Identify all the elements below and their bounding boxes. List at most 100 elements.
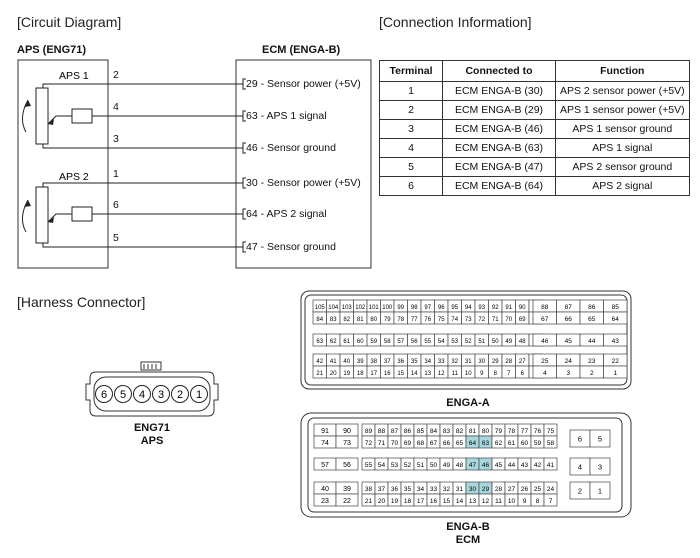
connector-cell [589, 481, 611, 500]
connector-pin-number: 9 [523, 498, 527, 505]
connector-pin-number: 73 [343, 440, 351, 447]
connector-pin-number: 63 [482, 440, 490, 447]
connector-pin-number: 89 [365, 428, 373, 435]
connector-pin-number: 28 [505, 359, 512, 365]
connector-pin-number: 7 [549, 498, 553, 505]
connector-pin-number: 23 [321, 498, 329, 505]
connector-pin-number: 76 [424, 317, 431, 323]
connector-pin-number: 69 [519, 317, 526, 323]
connector-pin-number: 66 [443, 440, 451, 447]
connector-pin-number: 14 [411, 371, 418, 377]
function-cell: APS 2 sensor power (+5V) [555, 81, 690, 101]
connector-pin-number: 21 [316, 371, 323, 377]
enga-a-connector: 1051041031021011009998979695949392919089… [300, 290, 632, 390]
connector-pin-number: 53 [451, 339, 458, 345]
connector-pin-number: 75 [547, 428, 555, 435]
connector-pin-number: 9 [480, 371, 484, 377]
connector-pin-number: 40 [343, 359, 350, 365]
ecm-pin-function: APS 1 signal [266, 110, 327, 122]
connector-pin-number: 78 [397, 317, 404, 323]
pin-separator: - [257, 78, 268, 90]
connector-pin-number: 80 [370, 317, 377, 323]
ecm-pin-label: 46 - Sensor ground [246, 142, 336, 154]
aps-pin-label: 2 [177, 389, 183, 401]
eng71-label: ENG71 [133, 422, 171, 434]
connector-pin-number: 23 [588, 358, 596, 365]
aps-pin-circle [190, 385, 208, 403]
connector-pin-number: 24 [547, 486, 555, 493]
connector-pin-number: 29 [492, 359, 499, 365]
connector-pin-number: 58 [547, 440, 555, 447]
ecm-pin-number: 30 [246, 177, 258, 189]
aps-pin-circle [171, 385, 189, 403]
connector-pin-number: 50 [492, 339, 499, 345]
connector-pin-number: 56 [343, 462, 351, 469]
connector-pin-number: 43 [612, 338, 620, 345]
aps2-power-wire [42, 182, 108, 187]
connector-pin-number: 94 [465, 305, 472, 311]
connector-pin-number: 45 [565, 338, 573, 345]
connector-pin-number: 92 [492, 305, 499, 311]
connector-pin-number: 22 [343, 498, 351, 505]
connected-to-cell: ECM ENGA-B (47) [442, 157, 556, 177]
aps-title: APS (ENG71) [17, 44, 87, 56]
connector-pin-number: 61 [343, 339, 350, 345]
connector-pin-number: 79 [384, 317, 391, 323]
connector-pin-number: 70 [391, 440, 399, 447]
connector-pin-number: 30 [469, 486, 477, 493]
connector-pin-number: 65 [456, 440, 464, 447]
connector-pin-number: 21 [365, 498, 373, 505]
aps-pin-number: 4 [113, 101, 119, 113]
ecm-pin-number: 63 [246, 110, 258, 122]
connector-pin-number: 105 [315, 305, 326, 311]
connector-pin-number: 43 [521, 462, 529, 469]
connected-to-cell: ECM ENGA-B (30) [442, 81, 556, 101]
connector-pin-number: 46 [482, 462, 490, 469]
aps1-resistor [35, 87, 49, 145]
connector-pin-number: 5 [598, 435, 602, 444]
connector-pin-number: 20 [378, 498, 386, 505]
ecm-connector-label: ECM [455, 534, 481, 546]
connector-pin-number: 51 [478, 339, 485, 345]
enga-a-label: ENGA-A [446, 397, 490, 409]
ecm-terminal-5 [242, 241, 246, 253]
connector-pin-number: 27 [519, 359, 526, 365]
ecm-pin-label: 47 - Sensor ground [246, 241, 336, 253]
connector-pin-number: 74 [321, 440, 329, 447]
connected-to-cell: ECM ENGA-B (46) [442, 119, 556, 139]
connector-pin-number: 96 [438, 305, 445, 311]
pin-separator: - [257, 142, 268, 154]
connector-cell [335, 493, 359, 507]
enga-b-label: ENGA-B [446, 521, 490, 533]
connector-pin-number: 63 [316, 339, 323, 345]
ecm-pin-number: 29 [246, 78, 258, 90]
aps2-resistor [35, 186, 49, 244]
connector-pin-number: 37 [378, 486, 386, 493]
connector-pin-number: 81 [469, 428, 477, 435]
connector-pin-number: 1 [598, 487, 602, 496]
connector-cell [603, 333, 628, 347]
connector-pin-number: 25 [541, 358, 549, 365]
aps-pin-label: 3 [158, 389, 164, 401]
connector-pin-number: 84 [316, 317, 323, 323]
aps-pin-label: 1 [196, 389, 202, 401]
connector-pin-number: 74 [451, 317, 458, 323]
connector-pin-number: 78 [508, 428, 516, 435]
connector-pin-number: 7 [507, 371, 511, 377]
connector-pin-number: 82 [343, 317, 350, 323]
pin-separator: - [257, 241, 268, 253]
connector-pin-number: 48 [519, 339, 526, 345]
ecm-terminal-4 [242, 208, 246, 220]
ecm-pin-function: APS 2 signal [266, 208, 327, 220]
connector-pin-number: 99 [397, 305, 404, 311]
terminal-cell: 3 [379, 119, 443, 139]
connector-pin-number: 11 [452, 371, 459, 377]
connector-pin-number: 57 [397, 339, 404, 345]
aps-pin-number: 2 [113, 69, 119, 81]
connector-pin-number: 30 [478, 359, 485, 365]
header-function: Function [555, 60, 690, 82]
connector-pin-number: 26 [521, 486, 529, 493]
connector-pin-number: 100 [382, 305, 393, 311]
